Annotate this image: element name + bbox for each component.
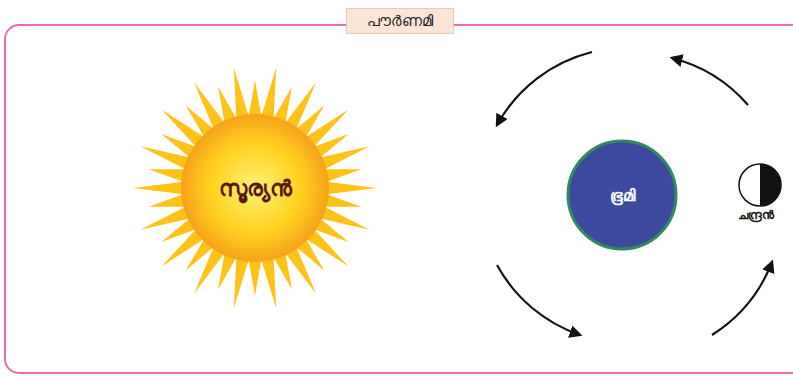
sun-disc: [181, 114, 329, 262]
panel-border: [5, 25, 793, 373]
orbit-arrow: [672, 58, 748, 105]
orbit-arrow: [712, 262, 772, 335]
moon-label: ചന്ദ്രൻ: [724, 208, 788, 222]
earth-circle: ഭൂമി: [566, 139, 678, 251]
earth-label: ഭൂമി: [610, 186, 635, 205]
moon-disc: [739, 164, 781, 206]
title-tab: പൗർണമി: [346, 8, 454, 34]
moon-dark-half: [760, 164, 781, 206]
sun-label: സൂര്യൻ: [219, 176, 292, 201]
sun-rays: [133, 68, 377, 308]
moon-node: ചന്ദ്രൻ: [724, 162, 788, 224]
earth-disc: [568, 141, 676, 249]
orbit-arrow: [497, 265, 580, 335]
sun-circle: സൂര്യൻ: [130, 63, 380, 313]
orbit-arrow: [497, 52, 592, 125]
orbit-arrows: [497, 52, 772, 335]
moon-shape: [724, 162, 788, 208]
